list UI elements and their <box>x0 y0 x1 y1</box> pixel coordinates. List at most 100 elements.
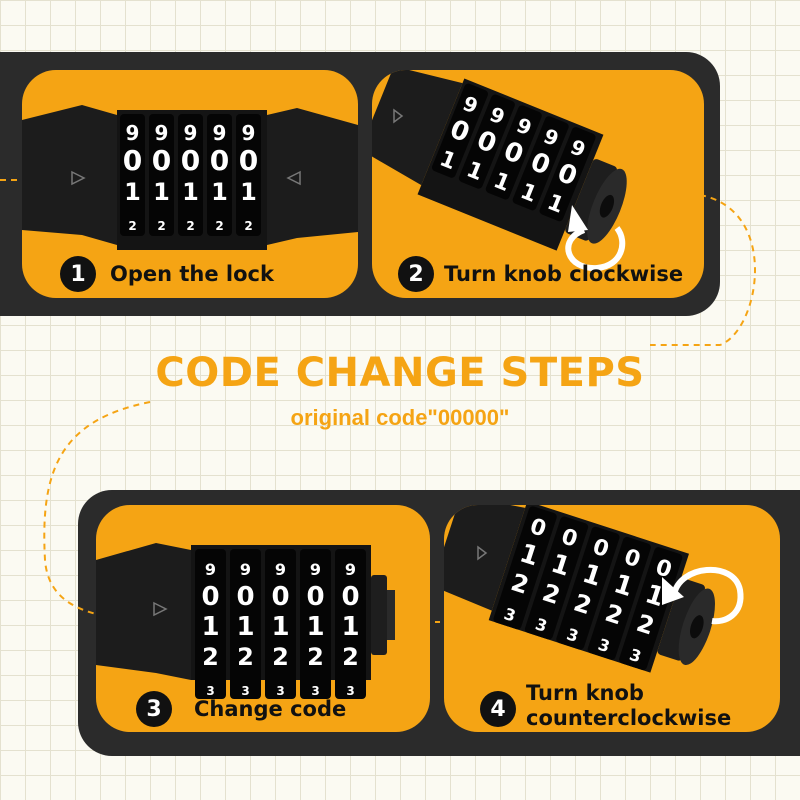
dial-digit: 9 <box>155 121 169 145</box>
dial-digit: 0 <box>652 555 674 584</box>
dial-digit: 2 <box>128 219 136 233</box>
dial-wheel <box>619 547 683 671</box>
dial-digit: 9 <box>126 121 140 145</box>
dial-digit: 9 <box>184 121 198 145</box>
dial-wheel <box>587 536 651 660</box>
dial-digit: 2 <box>272 643 289 671</box>
dial-wheel <box>432 83 488 178</box>
dial-digit: 3 <box>346 684 354 698</box>
dial-digit: 0 <box>590 534 612 563</box>
dial-wheel <box>539 127 596 222</box>
dial-digit: 9 <box>242 121 256 145</box>
arrow-triangle-icon <box>393 108 404 124</box>
dial-wheel <box>236 114 261 236</box>
dial-digit: 9 <box>213 121 227 145</box>
dial-digit: 0 <box>558 524 580 553</box>
dial-wheel <box>556 526 620 650</box>
step-number-badge: 1 <box>60 256 96 292</box>
arrow-triangle-icon <box>286 170 301 186</box>
step-label: Change code <box>194 697 347 721</box>
step-label: Turn knob clockwise <box>444 262 684 286</box>
step-label: Open the lock <box>110 262 274 286</box>
dial-digit: 0 <box>271 582 289 612</box>
dial-wheel <box>195 549 226 699</box>
dial-digit: 1 <box>236 612 254 642</box>
dial-wheel <box>485 105 542 200</box>
dial-digit: 1 <box>211 178 228 206</box>
dial-digit: 0 <box>239 144 258 177</box>
dial-digit: 0 <box>341 582 359 612</box>
arrow-triangle-icon <box>153 601 168 617</box>
step-number-badge: 2 <box>398 256 434 292</box>
dial-digit: 3 <box>206 684 214 698</box>
dial-digit: 9 <box>205 560 216 579</box>
dial-digit: 3 <box>564 625 580 647</box>
dial-wheel <box>178 114 203 236</box>
dial-wheel <box>149 114 174 236</box>
dial-digit: 0 <box>201 582 219 612</box>
dial-digit: 1 <box>341 612 359 642</box>
step-label-line-1: Turn knob <box>526 681 644 705</box>
arrow-triangle-icon <box>477 545 488 561</box>
dial-wheel <box>265 549 296 699</box>
counterclockwise-arrow-icon <box>671 566 744 625</box>
dial-digit: 3 <box>502 604 518 626</box>
dial-digit: 2 <box>342 643 359 671</box>
dial-digit: 2 <box>244 219 252 233</box>
dial-digit: 3 <box>311 684 319 698</box>
dial-wheel <box>300 549 331 699</box>
step-label-line-2: counterclockwise <box>526 706 732 730</box>
dial-digit: 1 <box>153 178 170 206</box>
dial-digit: 2 <box>157 219 165 233</box>
dial-wheel <box>335 549 366 699</box>
dial-digit: 0 <box>527 514 549 543</box>
dial-wheel <box>230 549 261 699</box>
dial-digit: 2 <box>186 219 194 233</box>
dial-wheel <box>512 116 569 211</box>
dial-digit: 2 <box>237 643 254 671</box>
dial-digit: 3 <box>276 684 284 698</box>
page-title: CODE CHANGE STEPS <box>155 350 645 396</box>
dial-digit: 9 <box>345 560 356 579</box>
dial-digit: 3 <box>533 614 549 636</box>
dial-wheel <box>120 114 145 236</box>
arrow-triangle-icon <box>71 170 86 186</box>
dial-wheel <box>458 94 515 189</box>
dial-digit: 0 <box>306 582 324 612</box>
dial-digit: 0 <box>210 144 229 177</box>
dial-digit: 9 <box>310 560 321 579</box>
dial-digit: 2 <box>215 219 223 233</box>
dial-digit: 0 <box>236 582 254 612</box>
subtitle: original code"00000" <box>290 405 510 430</box>
dial-digit: 3 <box>241 684 249 698</box>
dial-digit: 2 <box>307 643 324 671</box>
dial-digit: 3 <box>596 635 612 657</box>
dial-wheel <box>493 506 557 630</box>
dial-digit: 2 <box>202 643 219 671</box>
dial-digit: 9 <box>275 560 286 579</box>
dial-digit: 9 <box>240 560 251 579</box>
dial-wheel <box>524 516 589 640</box>
dial-wheel <box>207 114 232 236</box>
dial-digit: 0 <box>621 545 643 574</box>
dial-digit: 0 <box>123 144 142 177</box>
step-number-badge: 3 <box>136 691 172 727</box>
dial-digit: 0 <box>152 144 171 177</box>
clockwise-arrow-icon <box>565 226 626 272</box>
dial-digit: 1 <box>240 178 257 206</box>
dial-digit: 1 <box>124 178 141 206</box>
dial-digit: 1 <box>182 178 199 206</box>
dial-digit: 3 <box>627 645 643 667</box>
dial-digit: 1 <box>201 612 219 642</box>
dial-digit: 1 <box>306 612 324 642</box>
dial-digit: 1 <box>271 612 289 642</box>
dial-digit: 0 <box>181 144 200 177</box>
